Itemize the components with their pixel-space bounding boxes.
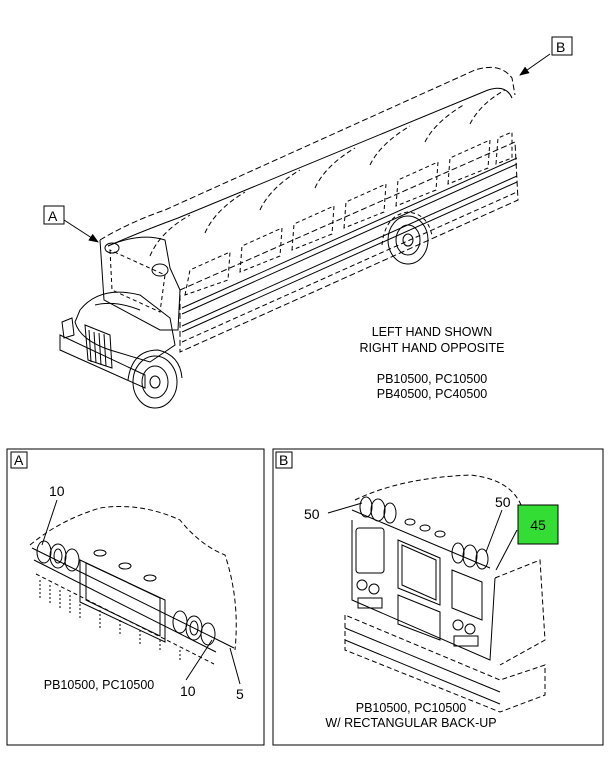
note-right-hand-opposite: RIGHT HAND OPPOSITE <box>360 341 505 355</box>
detail-a-tag-box <box>10 451 28 469</box>
callout-a-box <box>43 205 65 225</box>
highlight-part-45-label[interactable]: 45 <box>530 517 546 533</box>
detail-a-callout-side: 5 <box>236 686 244 702</box>
callout-a-arrow <box>63 219 99 243</box>
detail-b-tag: B <box>279 452 288 468</box>
detail-b-leader-left <box>327 502 363 514</box>
callout-b-label: B <box>556 39 565 55</box>
detail-a-callout-bottom: 10 <box>180 683 196 699</box>
callout-a-label: A <box>48 208 58 224</box>
detail-a-leader-top <box>41 499 58 546</box>
detail-a-panel <box>6 448 265 746</box>
detail-a-leader-side <box>229 647 241 685</box>
models-line-1: PB10500, PC10500 <box>377 372 488 386</box>
detail-a-leader-bottom <box>185 639 213 681</box>
detail-b-tag-box <box>275 451 293 469</box>
detail-b-models-line-1: PB10500, PC10500 <box>356 701 467 715</box>
models-line-2: PB40500, PC40500 <box>377 387 488 401</box>
callout-b-arrow <box>519 53 551 76</box>
detail-b-leader-highlight <box>495 529 518 571</box>
note-left-hand-shown: LEFT HAND SHOWN <box>372 325 493 339</box>
detail-b-leader-right <box>485 509 503 553</box>
detail-b-callout-left: 50 <box>304 506 320 522</box>
detail-a-cap-drawing <box>29 506 237 665</box>
detail-b-rear-drawing <box>344 474 546 713</box>
detail-a-tag: A <box>14 452 24 468</box>
detail-a-callout-top: 10 <box>49 483 65 499</box>
detail-a-models: PB10500, PC10500 <box>44 678 155 692</box>
callout-b-box <box>551 36 573 56</box>
bus-illustration <box>59 66 519 409</box>
highlight-part-45-box[interactable] <box>517 504 559 545</box>
detail-b-models-line-2: W/ RECTANGULAR BACK-UP <box>325 716 496 730</box>
detail-b-callout-right: 50 <box>495 494 511 510</box>
detail-b-panel <box>272 448 604 746</box>
